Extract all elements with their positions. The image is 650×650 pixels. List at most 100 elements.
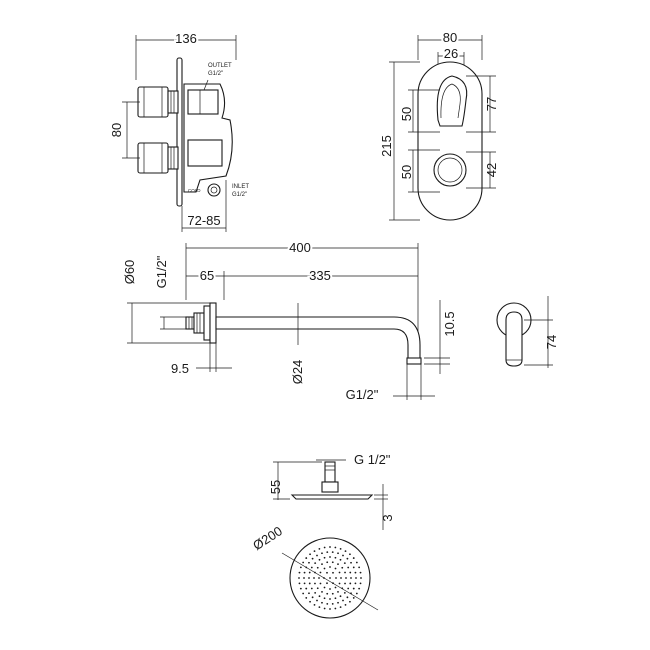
dim-arm-thread: G1/2": [154, 255, 169, 288]
dim-head-diameter: Ø200: [250, 523, 285, 553]
head-nozzle: [310, 587, 313, 590]
head-nozzle: [346, 596, 349, 599]
head-nozzle: [334, 586, 337, 589]
label-cold: COLD: [188, 188, 201, 193]
head-nozzle: [352, 597, 355, 599]
head-nozzle: [334, 546, 337, 549]
head-nozzle: [308, 561, 310, 564]
head-nozzle: [331, 602, 334, 605]
head-nozzle: [338, 571, 341, 574]
head-nozzle: [337, 552, 339, 555]
head-nozzle: [355, 577, 357, 579]
head-nozzle: [340, 577, 342, 579]
head-nozzle: [345, 577, 347, 579]
valve-inlet-circle: [207, 183, 221, 197]
valve-wall-plate: [176, 57, 183, 207]
head-nozzle: [326, 551, 329, 554]
head-nozzle: [350, 577, 352, 579]
head-nozzle: [326, 602, 329, 605]
shower-arm-view: 400 65 335 Ø60 G1/2" 9.5: [122, 238, 457, 402]
dim-front-lower: 50: [399, 165, 414, 179]
head-nozzle: [309, 600, 311, 603]
valve-side-view: 136 80 OUTLET G1/2" INLET G1/2: [109, 29, 249, 232]
head-nozzles: [298, 546, 362, 610]
head-nozzle: [303, 571, 306, 574]
valve-lower-knob: [433, 153, 467, 187]
arm-nut-collar: [203, 305, 211, 341]
dim-arm-flange-dia: Ø60: [122, 260, 137, 285]
head-nozzle: [352, 566, 355, 569]
head-nozzle: [347, 566, 350, 569]
dim-arm-flange-offset: 65: [200, 268, 214, 283]
head-nozzle: [334, 607, 337, 610]
head-connector: [324, 461, 336, 483]
head-nozzle: [309, 553, 311, 556]
head-nozzle: [318, 577, 320, 579]
head-nozzle: [321, 601, 323, 604]
head-nozzle: [344, 571, 346, 574]
head-nozzle: [337, 563, 339, 566]
head-nozzle: [334, 567, 337, 570]
head-nozzle: [358, 587, 361, 590]
head-nozzle: [316, 566, 319, 569]
head-nozzle: [344, 550, 347, 553]
head-nozzle: [359, 571, 362, 574]
label-outlet: OUTLET: [208, 63, 232, 69]
head-nozzle: [334, 556, 337, 559]
head-nozzle: [355, 561, 358, 564]
head-nozzle: [339, 595, 342, 598]
head-nozzle: [321, 563, 323, 566]
head-nozzle: [299, 566, 302, 569]
dim-arm-length: 335: [309, 268, 331, 283]
head-nozzle: [326, 571, 328, 574]
valve-lower-handle: [137, 142, 169, 174]
head-nozzle: [334, 597, 337, 600]
head-nozzle: [321, 552, 323, 555]
head-nozzle: [339, 547, 342, 550]
head-nozzle: [313, 603, 316, 606]
head-nozzle: [329, 588, 331, 590]
arm-inlet-thread: [185, 316, 195, 330]
head-nozzle: [302, 561, 305, 564]
head-nozzle: [316, 554, 318, 557]
head-nozzle: [313, 577, 315, 579]
dim-head-thickness: 3: [380, 514, 395, 521]
head-nozzle: [331, 551, 334, 554]
head-nozzle: [329, 546, 331, 548]
dim-valve-height: 80: [109, 123, 124, 137]
head-nozzle: [326, 592, 329, 595]
head-nozzle: [314, 591, 317, 594]
dim-head-thread: G 1/2": [354, 452, 391, 467]
head-nozzle: [323, 607, 326, 610]
head-nozzle: [308, 592, 310, 595]
head-nozzle: [298, 571, 301, 574]
head-nozzle: [341, 566, 344, 569]
head-nozzle: [314, 562, 317, 565]
head-nozzle: [321, 590, 323, 593]
head-nozzle: [343, 591, 346, 594]
head-nozzle: [352, 557, 355, 559]
head-nozzle: [318, 606, 321, 609]
head-nozzle: [303, 577, 305, 579]
dim-arm-flange-thickness: 9.5: [171, 361, 189, 376]
head-nozzle: [349, 571, 352, 574]
dim-arm-outlet-thread: G1/2": [346, 387, 379, 402]
head-nozzle: [343, 562, 346, 565]
label-inlet: INLET: [232, 184, 249, 190]
head-nozzle: [316, 587, 319, 590]
head-nozzle: [314, 582, 316, 585]
dim-valve-depth: 72-85: [187, 213, 220, 228]
head-joint: [321, 481, 339, 493]
head-disc: [290, 494, 374, 500]
head-nozzle: [360, 577, 362, 579]
valve-lower-block: [187, 139, 223, 167]
head-nozzle: [308, 577, 310, 579]
dim-front-width: 80: [443, 30, 457, 45]
head-nozzle: [355, 592, 358, 595]
arm-end-view: 74: [496, 296, 559, 368]
head-nozzle: [331, 561, 334, 564]
head-nozzle: [311, 596, 314, 599]
dim-front-lower-offset: 42: [484, 163, 499, 177]
head-nozzle: [344, 603, 347, 606]
